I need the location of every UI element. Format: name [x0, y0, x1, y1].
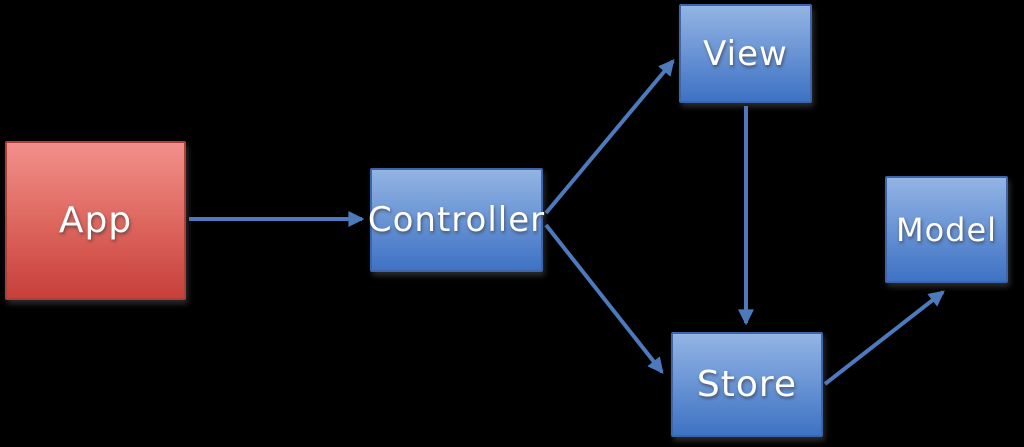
arrow-controller-to-store [544, 223, 664, 374]
node-model-label: Model [895, 210, 998, 249]
arrow-store-to-model [823, 290, 945, 386]
node-store-label: Store [696, 364, 798, 405]
node-controller-label: Controller [367, 200, 546, 240]
node-app: App [5, 141, 186, 300]
node-view: View [679, 4, 812, 103]
arrow-controller-to-view [544, 59, 675, 215]
node-view-label: View [703, 33, 788, 74]
node-model: Model [885, 176, 1008, 283]
node-store: Store [671, 332, 823, 437]
node-app-label: App [58, 200, 133, 241]
node-controller: Controller [367, 168, 546, 272]
